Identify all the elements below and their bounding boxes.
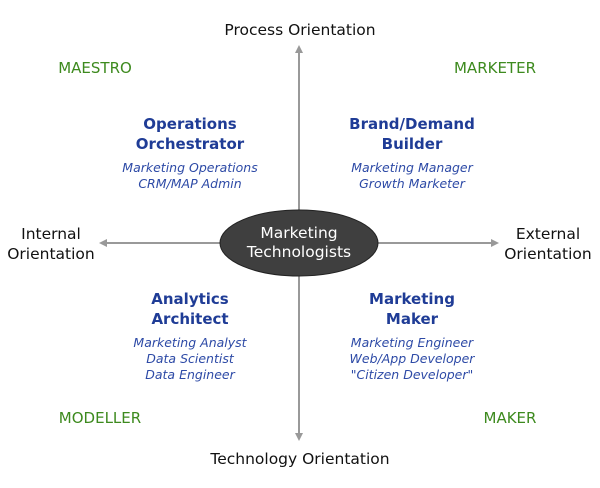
job-title: CRM/MAP Admin: [138, 176, 242, 191]
role-marketing-maker: Marketing Maker Marketing Engineer Web/A…: [322, 289, 502, 383]
role-operations-orchestrator: Operations Orchestrator Marketing Operat…: [100, 114, 280, 192]
axis-label-bottom: Technology Orientation: [210, 450, 390, 468]
job-title: Web/App Developer: [349, 351, 475, 366]
axis-label-left-line2: Orientation: [7, 245, 95, 263]
center-ellipse: [219, 209, 379, 277]
job-title: Growth Marketer: [359, 176, 465, 191]
quadrant-label-maker: MAKER: [483, 409, 537, 427]
role-title-line: Architect: [151, 310, 229, 328]
axis-label-right: External Orientation: [496, 224, 600, 264]
axis-label-right-line2: Orientation: [504, 245, 592, 263]
role-brand-demand-builder: Brand/Demand Builder Marketing Manager G…: [322, 114, 502, 192]
axis-label-right-line1: External: [515, 225, 581, 243]
role-title-line: Builder: [381, 135, 443, 153]
job-title: Data Scientist: [146, 351, 234, 366]
role-title-line: Brand/Demand: [349, 115, 475, 133]
axis-label-left: Internal Orientation: [0, 224, 102, 264]
role-title-line: Orchestrator: [135, 135, 245, 153]
role-title-line: Analytics: [151, 290, 229, 308]
quadrant-label-maestro: MAESTRO: [58, 59, 132, 77]
job-title: Marketing Manager: [351, 160, 473, 175]
quadrant-label-marketer: MARKETER: [453, 59, 536, 77]
job-title: "Citizen Developer": [350, 367, 474, 382]
role-analytics-architect: Analytics Architect Marketing Analyst Da…: [100, 289, 280, 383]
center-label-line2: Technologists: [246, 243, 352, 261]
job-title: Marketing Engineer: [350, 335, 474, 350]
quadrant-label-modeller: MODELLER: [58, 409, 142, 427]
center-label-line1: Marketing: [260, 224, 338, 242]
axis-label-left-line1: Internal: [21, 225, 81, 243]
role-title-line: Maker: [385, 310, 439, 328]
job-title: Marketing Analyst: [133, 335, 247, 350]
role-title-line: Marketing: [369, 290, 455, 308]
axis-label-top: Process Orientation: [224, 21, 376, 39]
center-label: Marketing Technologists: [220, 224, 378, 262]
job-title: Data Engineer: [145, 367, 235, 382]
role-title-line: Operations: [143, 115, 237, 133]
job-title: Marketing Operations: [122, 160, 258, 175]
